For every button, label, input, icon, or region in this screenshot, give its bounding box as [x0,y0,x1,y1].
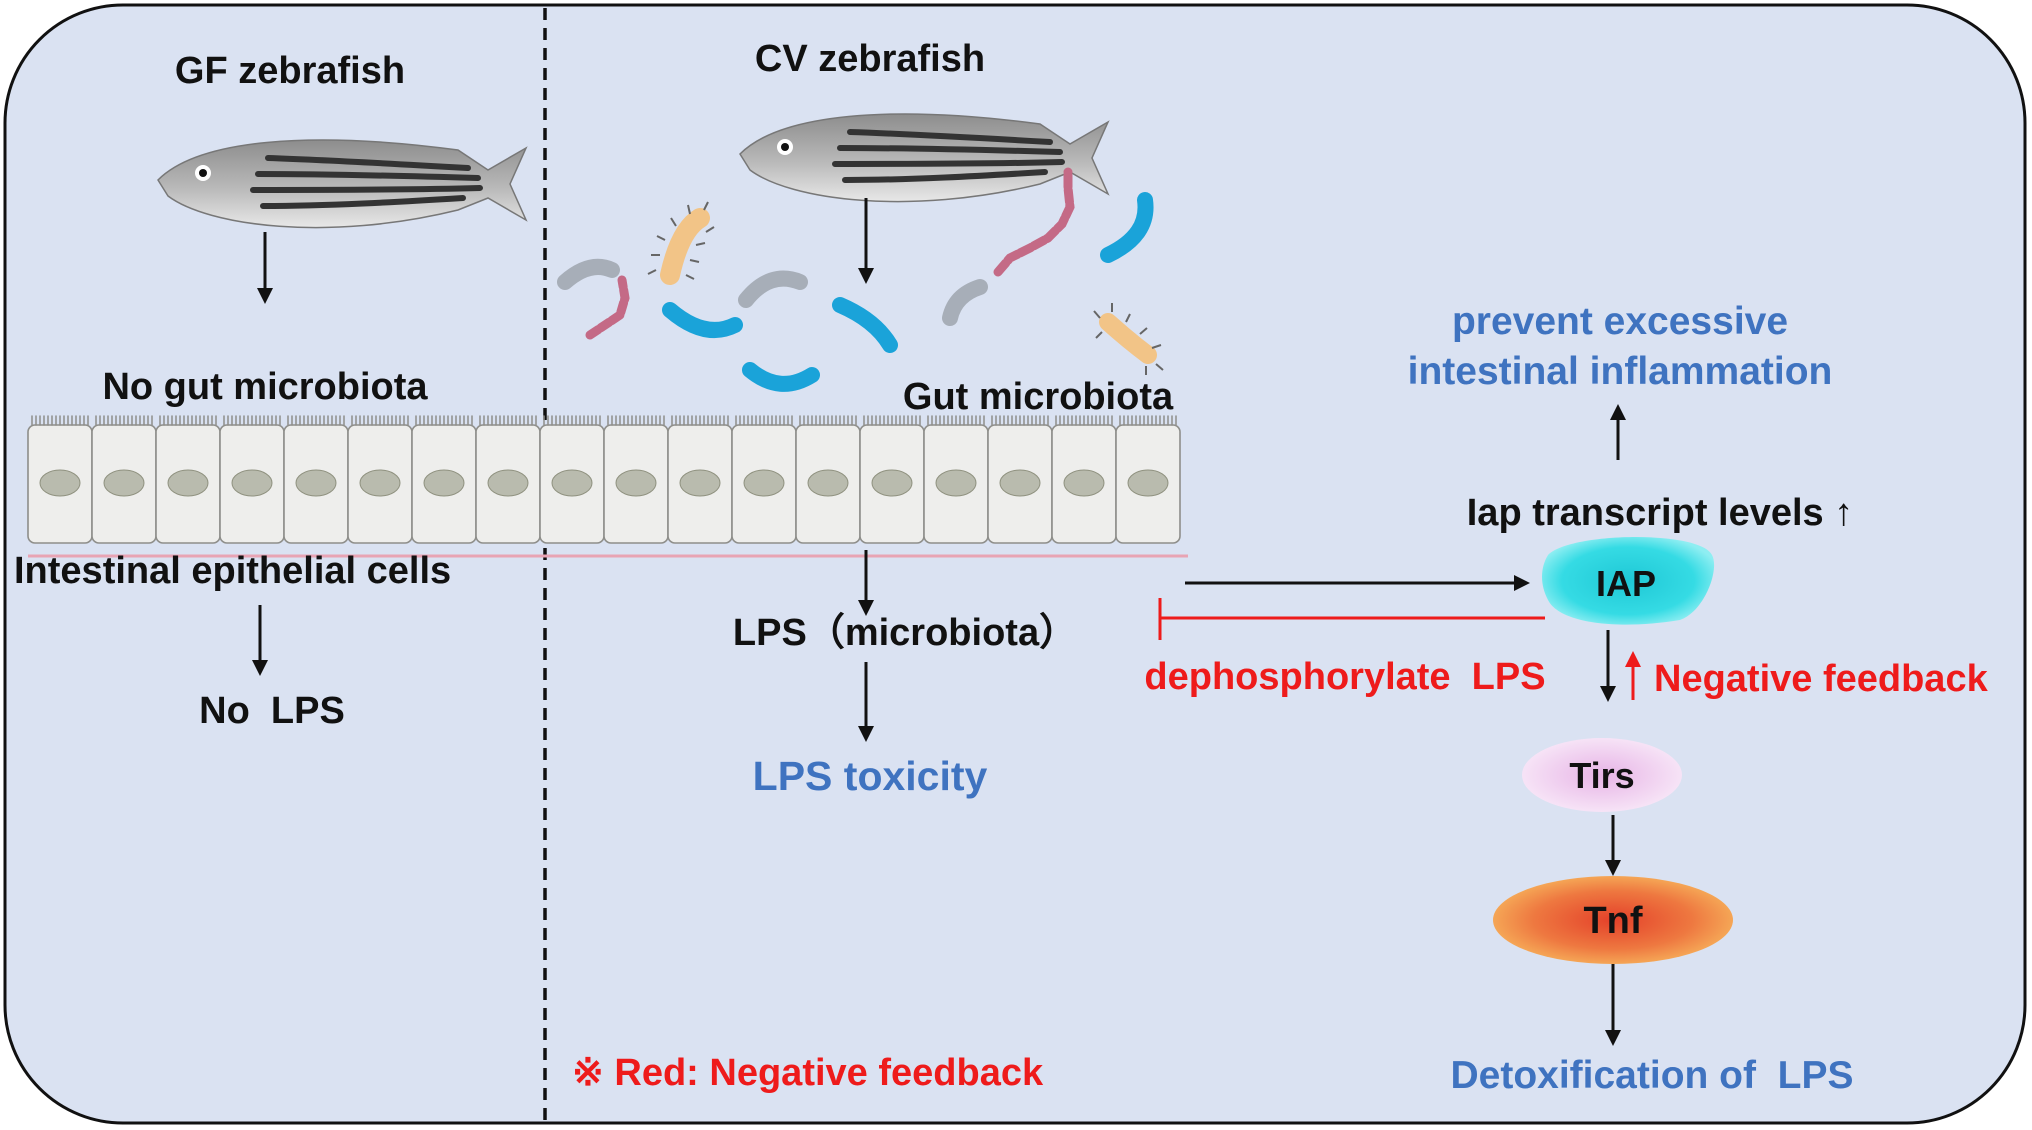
tnf-node-label: Tnf [1583,900,1643,942]
epithelial-cell [155,415,221,544]
epithelial-cell [731,415,797,544]
flow-arrows [252,198,1626,1046]
cv-zebrafish-title: CV zebrafish [754,38,986,80]
epithelial-cell [283,415,349,544]
negative-feedback-label: Negative feedback [1654,658,1988,700]
epithelial-cell [219,415,285,544]
gf-zebrafish-title: GF zebrafish [174,50,406,92]
gut-microbiota-label: Gut microbiota [902,376,1174,418]
no-gut-microbiota-label: No gut microbiota [102,366,428,408]
epithelial-cell [859,415,925,544]
iap-transcript-levels-label: Iap transcript levels ↑ [1466,492,1854,534]
epithelial-cell [603,415,669,544]
epithelial-cell [795,415,861,544]
iap-node-shape [1542,536,1715,625]
prevent-inflammation-line1: prevent excessive [1451,300,1789,343]
no-lps-label: No LPS [199,690,345,732]
negative-feedback-arrows [1158,598,1641,700]
intestinal-epithelial-cells-label: Intestinal epithelial cells [14,550,452,592]
lps-toxicity-label: LPS toxicity [752,753,988,799]
epithelial-cell [475,415,541,544]
epithelial-cell [91,415,157,544]
dephosphorylate-lps-label: dephosphorylate LPS [1144,656,1546,698]
epithelial-cell [539,415,605,544]
lps-microbiota-label: LPS（microbiota） [732,612,1078,654]
detoxification-label: Detoxification of LPS [1450,1054,1854,1097]
prevent-inflammation-line2: intestinal inflammation [1407,350,1833,393]
epithelial-cell [27,415,93,544]
gut-microbiota-bacteria-icon [557,167,1164,392]
intestinal-epithelium [27,415,1181,544]
epithelial-cell [923,415,989,544]
tnf-node-shape [1493,876,1733,964]
epithelial-cell [987,415,1053,544]
epithelial-cell [347,415,413,544]
outer-panel [3,3,2027,1125]
epithelial-cell [411,415,477,544]
tirs-node-shape [1522,738,1682,812]
epithelial-cell [1115,415,1181,544]
tirs-node-label: Tirs [1569,755,1635,796]
epithelial-cell [667,415,733,544]
epithelial-cell [1051,415,1117,544]
legend-note: ※ Red: Negative feedback [572,1052,1044,1094]
iap-node-label: IAP [1595,563,1657,604]
